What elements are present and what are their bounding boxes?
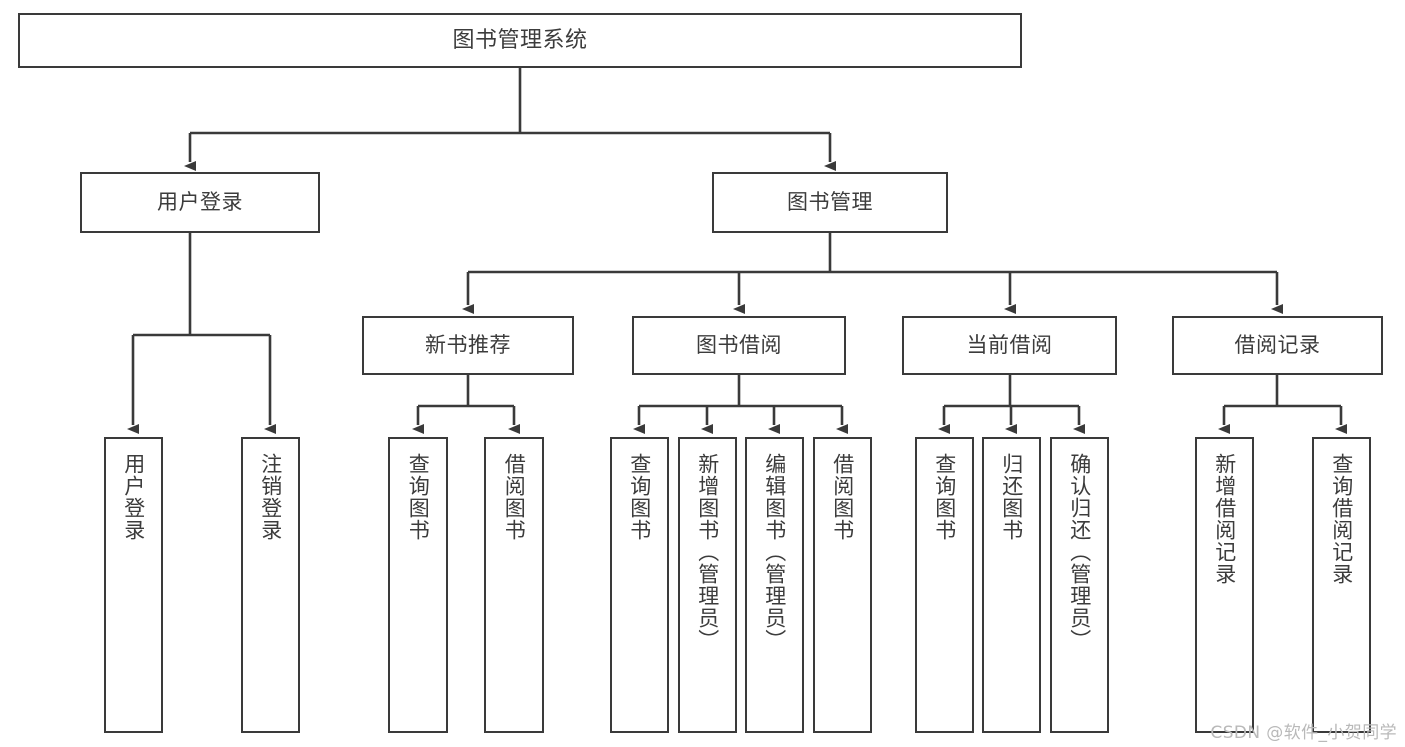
node-label: 借阅记录 [1234, 333, 1321, 358]
node-label: 借阅图书 [502, 453, 527, 541]
node-book-borrow[interactable]: 图书借阅 [632, 316, 846, 375]
watermark: CSDN @软件_小贺同学 [1210, 723, 1397, 743]
leaf-recommend-borrow-book[interactable]: 借阅图书 [484, 437, 544, 733]
node-user-login[interactable]: 用户登录 [80, 172, 320, 233]
node-label: 编辑图书（管理员） [762, 453, 787, 651]
node-borrow-record[interactable]: 借阅记录 [1172, 316, 1383, 375]
leaf-recommend-query-book[interactable]: 查询图书 [388, 437, 448, 733]
node-label: 借阅图书 [830, 453, 855, 541]
node-current-borrow[interactable]: 当前借阅 [902, 316, 1117, 375]
node-label: 查询图书 [406, 453, 431, 541]
leaf-borrow-borrow-book[interactable]: 借阅图书 [813, 437, 872, 733]
leaf-current-confirm-return-admin[interactable]: 确认归还（管理员） [1050, 437, 1109, 733]
leaf-borrow-edit-book-admin[interactable]: 编辑图书（管理员） [745, 437, 804, 733]
node-label: 图书借阅 [696, 333, 782, 358]
node-label: 新增借阅记录 [1212, 453, 1237, 585]
node-label: 图书管理系统 [452, 27, 588, 53]
node-label: 用户登录 [121, 453, 146, 541]
node-label: 新书推荐 [425, 333, 511, 358]
leaf-record-query-record[interactable]: 查询借阅记录 [1312, 437, 1371, 733]
leaf-borrow-add-book-admin[interactable]: 新增图书（管理员） [678, 437, 737, 733]
leaf-user-login-login[interactable]: 用户登录 [104, 437, 163, 733]
node-label: 图书管理 [787, 190, 873, 215]
node-label: 查询图书 [932, 453, 957, 541]
node-book-management[interactable]: 图书管理 [712, 172, 948, 233]
leaf-current-return-book[interactable]: 归还图书 [982, 437, 1041, 733]
node-root-system[interactable]: 图书管理系统 [18, 13, 1022, 68]
node-label: 查询图书 [627, 453, 652, 541]
leaf-user-login-logout[interactable]: 注销登录 [241, 437, 300, 733]
node-new-book-recommend[interactable]: 新书推荐 [362, 316, 574, 375]
node-label: 确认归还（管理员） [1067, 453, 1092, 651]
leaf-current-query-book[interactable]: 查询图书 [915, 437, 974, 733]
node-label: 用户登录 [157, 190, 243, 215]
leaf-borrow-query-book[interactable]: 查询图书 [610, 437, 669, 733]
node-label: 归还图书 [999, 453, 1024, 541]
node-label: 注销登录 [258, 453, 283, 541]
node-label: 当前借阅 [966, 333, 1053, 358]
leaf-record-add-record[interactable]: 新增借阅记录 [1195, 437, 1254, 733]
node-label: 新增图书（管理员） [695, 453, 720, 651]
node-label: 查询借阅记录 [1329, 453, 1354, 585]
